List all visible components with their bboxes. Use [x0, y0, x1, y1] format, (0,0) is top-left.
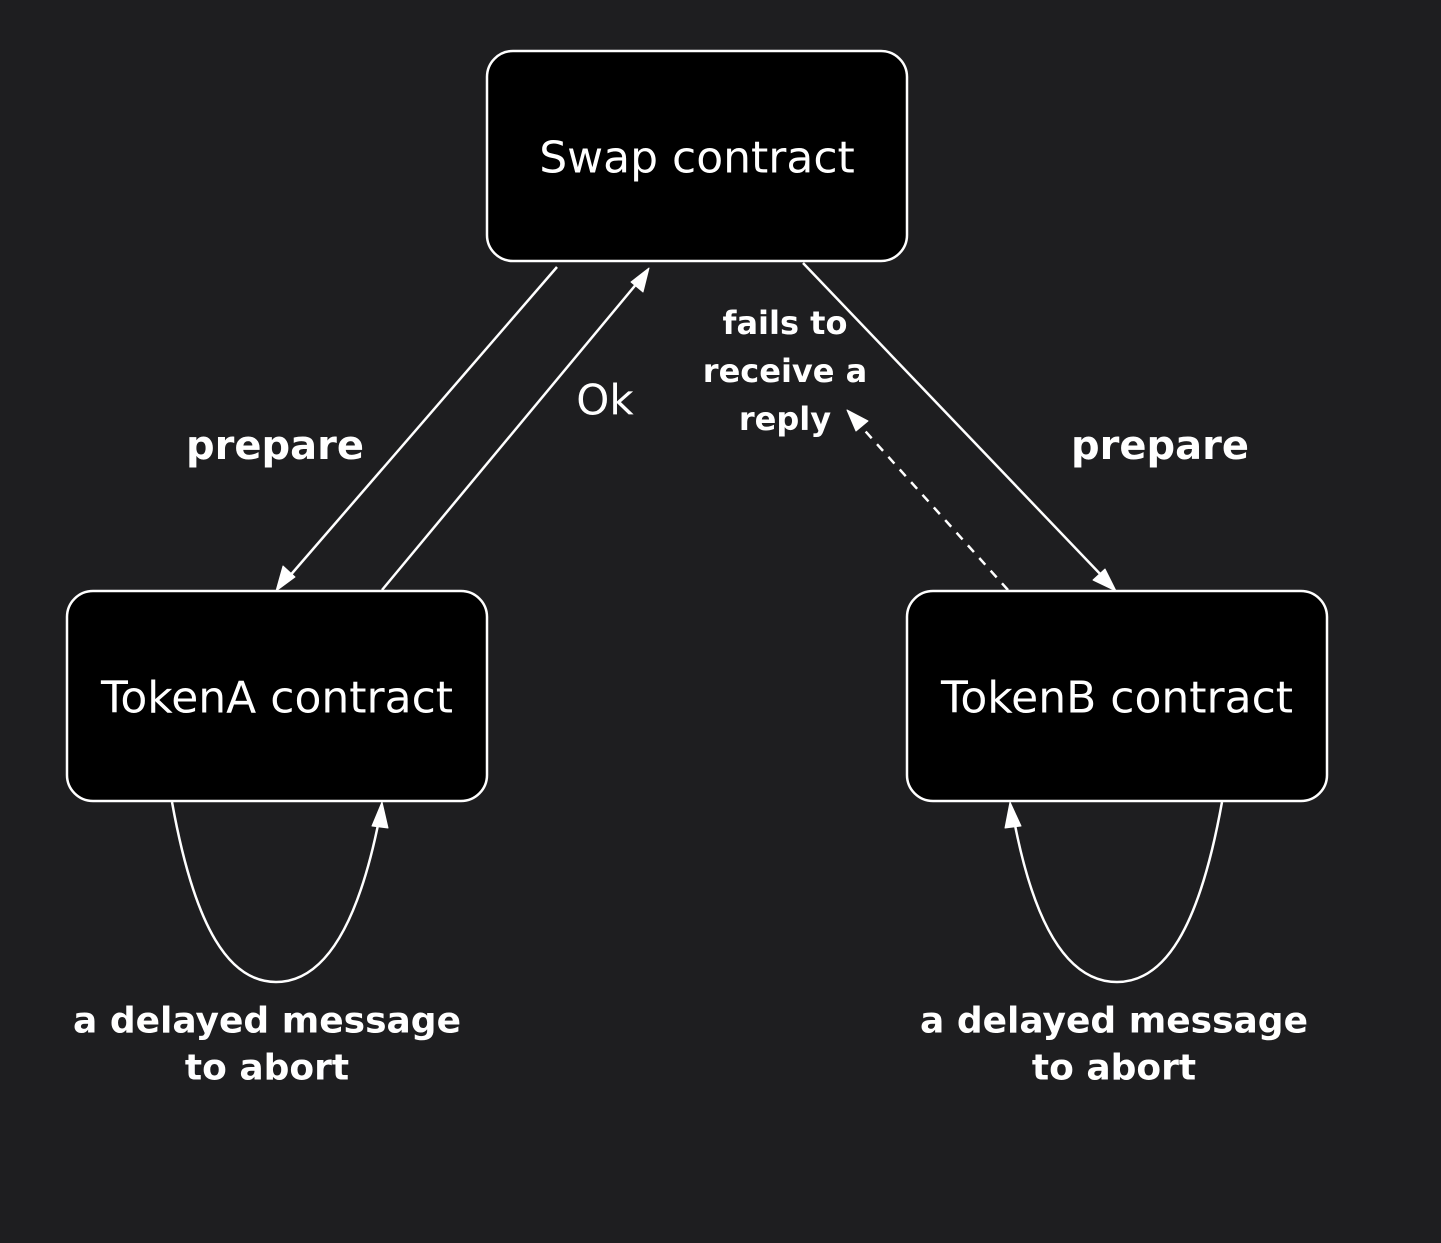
edge-token-a-to-swap [381, 281, 639, 591]
edge-token-b-self-loop [1012, 801, 1224, 984]
node-swap-contract: Swap contract [485, 49, 909, 263]
label-fails-line-3: reply [739, 400, 831, 438]
node-swap-box [485, 49, 909, 263]
label-prepare-token-a: prepare [186, 423, 364, 469]
label-token-a-delayed-abort: a delayed message to abort [73, 1001, 461, 1089]
label-fails-line-1: fails to [723, 304, 848, 342]
node-token-a-contract: TokenA contract [65, 589, 489, 803]
label-fails-to-receive-reply: fails to receive a reply [703, 304, 867, 438]
node-token-b-box [905, 589, 1329, 803]
node-token-b-contract: TokenB contract [905, 589, 1329, 803]
arrowhead-swap-to-token-b [1092, 568, 1117, 592]
label-ok: Ok [576, 376, 634, 425]
label-token-b-delayed-line-1: a delayed message [920, 1001, 1308, 1042]
label-token-b-delayed-abort: a delayed message to abort [920, 1001, 1308, 1089]
label-token-a-delayed-line-1: a delayed message [73, 1001, 461, 1042]
node-token-b-label: TokenB contract [940, 673, 1293, 724]
arrowhead-swap-to-token-a [275, 565, 296, 592]
edge-token-a-self-loop [170, 801, 381, 984]
label-token-a-delayed-line-2: to abort [185, 1048, 349, 1089]
edge-token-b-failure-dashed [857, 422, 1009, 591]
label-prepare-token-b: prepare [1071, 423, 1249, 469]
arrowhead-token-a-to-swap [630, 267, 650, 293]
edge-swap-to-token-a [287, 266, 558, 579]
node-token-a-box [65, 589, 489, 803]
arrowhead-token-b-self-loop [1004, 801, 1022, 829]
label-token-b-delayed-line-2: to abort [1032, 1048, 1196, 1089]
arrowhead-token-a-self-loop [371, 801, 389, 829]
node-swap-label: Swap contract [539, 133, 855, 184]
edge-swap-to-token-b [802, 262, 1104, 578]
arrowhead-token-b-failure [846, 409, 869, 432]
node-token-a-label: TokenA contract [100, 673, 453, 724]
label-fails-line-2: receive a [703, 352, 867, 390]
